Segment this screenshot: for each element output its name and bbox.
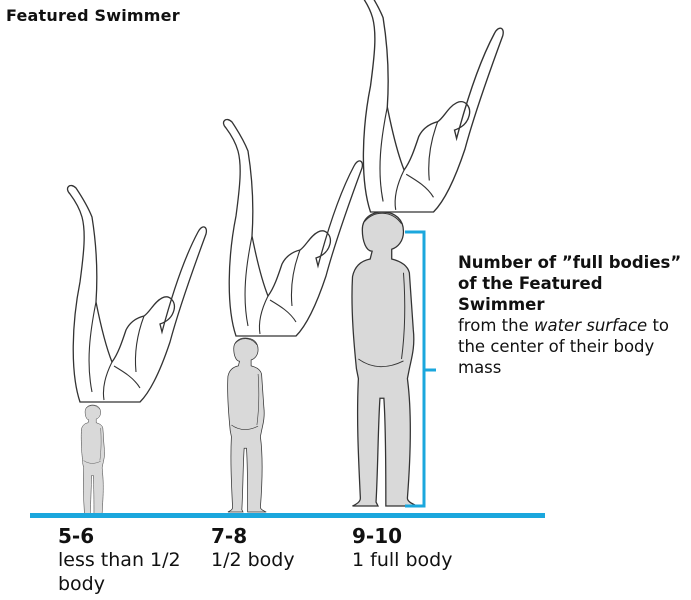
score-range: 7-8 <box>211 524 341 548</box>
score-description: less than 1/2 body <box>58 548 198 596</box>
score-range: 5-6 <box>58 524 198 548</box>
column-7-8 <box>224 120 363 512</box>
legend-bold-text: Number of ”full bodies” of the Featured … <box>458 252 690 315</box>
bracket-legend: Number of ”full bodies” of the Featured … <box>458 252 690 378</box>
legend-line-a: from the <box>458 316 534 335</box>
score-5-6: 5-6 less than 1/2 body <box>58 524 198 596</box>
column-5-6 <box>68 186 207 516</box>
water-surface-line <box>30 513 545 518</box>
score-7-8: 7-8 1/2 body <box>211 524 341 572</box>
legend-italic-a: water surface <box>534 316 647 335</box>
score-description: 1 full body <box>352 548 502 572</box>
score-description: 1/2 body <box>211 548 341 572</box>
featured-swimmer-title: Featured Swimmer <box>6 6 180 25</box>
score-9-10: 9-10 1 full body <box>352 524 502 572</box>
score-range: 9-10 <box>352 524 502 548</box>
